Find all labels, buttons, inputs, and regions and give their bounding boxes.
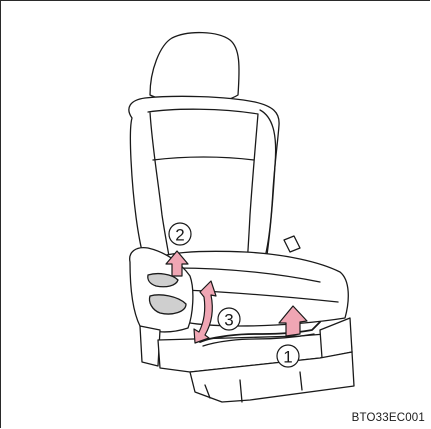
callout-label-1: 1	[283, 348, 292, 367]
headrest	[150, 33, 239, 104]
seatback	[129, 96, 279, 268]
callout-label-2: 2	[175, 226, 184, 245]
callout-label-3: 3	[224, 311, 233, 330]
seat-frame-left	[140, 326, 160, 366]
figure-code: BTO33EC001	[352, 412, 425, 424]
seat-frame-right	[320, 318, 352, 358]
seat-belt-buckle	[284, 236, 300, 252]
